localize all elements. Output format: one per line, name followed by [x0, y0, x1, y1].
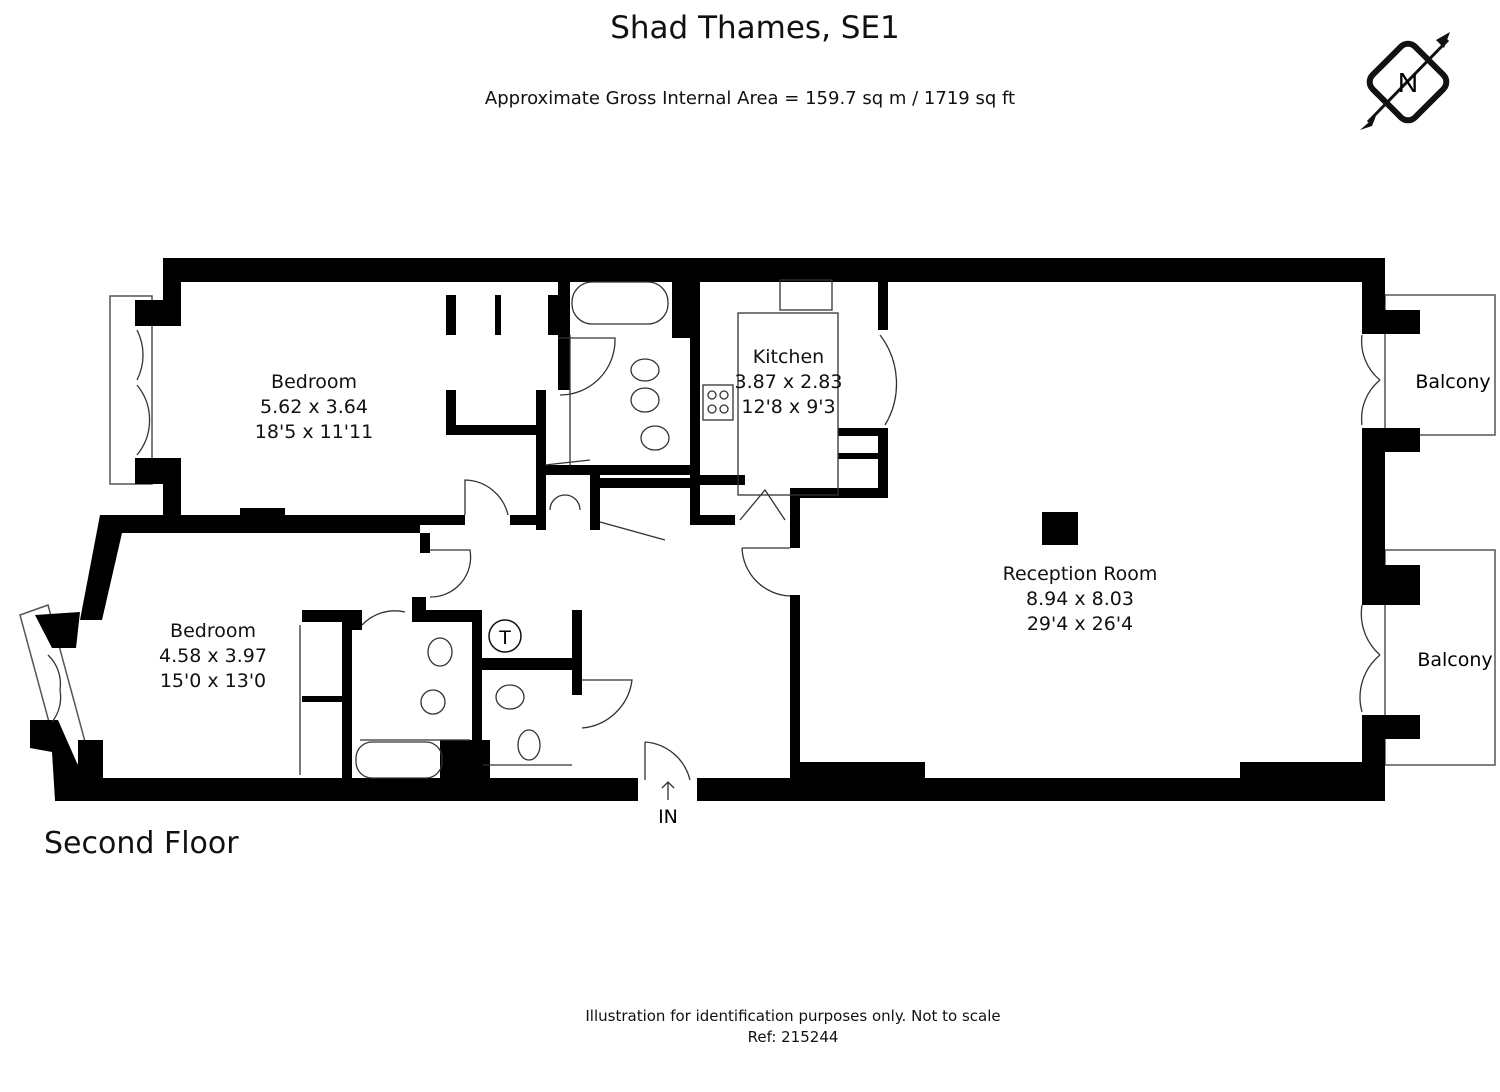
room-metric: 5.62 x 3.64 — [260, 396, 368, 418]
room-name: Kitchen — [752, 346, 825, 368]
disclaimer: Illustration for identification purposes… — [585, 1007, 1001, 1025]
entrance-label: IN — [658, 806, 678, 828]
room-metric: 3.87 x 2.83 — [734, 371, 843, 393]
plan-title: Shad Thames, SE1 — [610, 10, 900, 46]
gross-area: Approximate Gross Internal Area = 159.7 … — [484, 88, 1016, 109]
footer: Illustration for identification purposes… — [0, 1006, 1500, 1048]
north-compass-icon: N — [1360, 32, 1450, 130]
room-imperial: 29'4 x 26'4 — [1026, 613, 1134, 635]
room-bedroom-1: Bedroom 5.62 x 3.64 18'5 x 11'11 — [214, 370, 414, 445]
floor-label: Second Floor — [44, 826, 239, 861]
reference: Ref: 215244 — [747, 1028, 839, 1046]
room-name: Bedroom — [271, 371, 357, 393]
interior-walls — [180, 280, 888, 780]
room-bedroom-2: Bedroom 4.58 x 3.97 15'0 x 13'0 — [113, 619, 313, 694]
balcony-label-lower: Balcony — [1417, 649, 1492, 671]
room-imperial: 15'0 x 13'0 — [159, 670, 267, 692]
room-metric: 8.94 x 8.03 — [1026, 588, 1134, 610]
room-kitchen: Kitchen 3.87 x 2.83 12'8 x 9'3 — [716, 345, 861, 420]
compass-label: N — [1398, 67, 1418, 98]
room-imperial: 12'8 x 9'3 — [741, 396, 836, 418]
room-name: Bedroom — [170, 620, 256, 642]
column — [1042, 512, 1078, 545]
room-name: Reception Room — [1002, 563, 1158, 585]
room-reception: Reception Room 8.94 x 8.03 29'4 x 26'4 — [980, 562, 1180, 637]
outer-walls — [30, 258, 1420, 801]
fixtures — [47, 279, 1381, 800]
tank-label: T — [498, 627, 511, 649]
balcony-label-upper: Balcony — [1415, 371, 1490, 393]
tank-marker — [488, 619, 522, 653]
room-metric: 4.58 x 3.97 — [159, 645, 267, 667]
room-imperial: 18'5 x 11'11 — [254, 421, 374, 443]
